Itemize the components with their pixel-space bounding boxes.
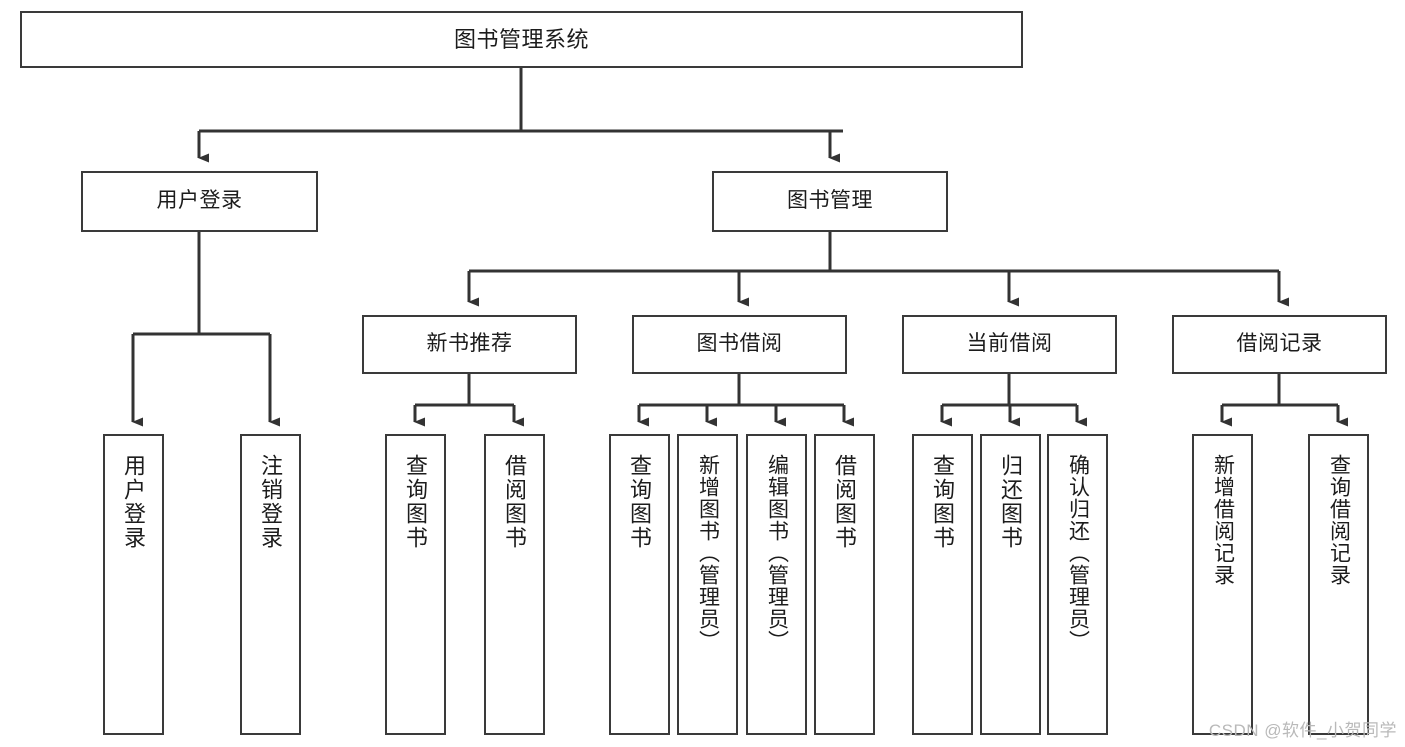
leaf-logout-login-label: 注销登录 — [258, 454, 284, 550]
leaf-query-book-2[interactable]: 查询图书 — [609, 434, 670, 735]
leaf-user-login[interactable]: 用户登录 — [103, 434, 164, 735]
node-new-book-recommend[interactable]: 新书推荐 — [362, 315, 577, 374]
leaf-borrow-book-2[interactable]: 借阅图书 — [814, 434, 875, 735]
node-book-borrow[interactable]: 图书借阅 — [632, 315, 847, 374]
leaf-query-book-3[interactable]: 查询图书 — [912, 434, 973, 735]
node-user-login[interactable]: 用户登录 — [81, 171, 318, 232]
leaf-query-book-1[interactable]: 查询图书 — [385, 434, 446, 735]
leaf-borrow-book-1-label: 借阅图书 — [502, 454, 528, 550]
leaf-confirm-return-label: 确认归还（管理员） — [1066, 454, 1090, 652]
leaf-return-book[interactable]: 归还图书 — [980, 434, 1041, 735]
node-book-manage[interactable]: 图书管理 — [712, 171, 948, 232]
node-current-borrow[interactable]: 当前借阅 — [902, 315, 1117, 374]
node-root-label: 图书管理系统 — [453, 26, 589, 52]
leaf-query-record[interactable]: 查询借阅记录 — [1308, 434, 1369, 735]
leaf-edit-book[interactable]: 编辑图书（管理员） — [746, 434, 807, 735]
node-borrow-record-label: 借阅记录 — [1236, 332, 1323, 356]
leaf-confirm-return[interactable]: 确认归还（管理员） — [1047, 434, 1108, 735]
leaf-query-book-3-label: 查询图书 — [930, 454, 956, 550]
leaf-edit-book-label: 编辑图书（管理员） — [765, 454, 789, 652]
leaf-add-book[interactable]: 新增图书（管理员） — [677, 434, 738, 735]
leaf-return-book-label: 归还图书 — [998, 454, 1024, 550]
leaf-add-record[interactable]: 新增借阅记录 — [1192, 434, 1253, 735]
node-current-borrow-label: 当前借阅 — [966, 332, 1053, 356]
leaf-borrow-book-1[interactable]: 借阅图书 — [484, 434, 545, 735]
node-root[interactable]: 图书管理系统 — [20, 11, 1023, 68]
node-borrow-record[interactable]: 借阅记录 — [1172, 315, 1387, 374]
leaf-add-record-label: 新增借阅记录 — [1211, 454, 1235, 586]
leaf-user-login-label: 用户登录 — [121, 454, 147, 550]
leaf-query-record-label: 查询借阅记录 — [1327, 454, 1351, 586]
node-book-manage-label: 图书管理 — [787, 189, 873, 213]
node-new-book-recommend-label: 新书推荐 — [426, 332, 513, 356]
csdn-watermark: CSDN @软件_小贺同学 — [1208, 721, 1397, 740]
leaf-borrow-book-2-label: 借阅图书 — [832, 454, 858, 550]
node-user-login-label: 用户登录 — [156, 189, 243, 213]
leaf-query-book-1-label: 查询图书 — [403, 454, 429, 550]
leaf-query-book-2-label: 查询图书 — [627, 454, 653, 550]
node-book-borrow-label: 图书借阅 — [696, 332, 783, 356]
leaf-add-book-label: 新增图书（管理员） — [696, 454, 720, 652]
leaf-logout-login[interactable]: 注销登录 — [240, 434, 301, 735]
